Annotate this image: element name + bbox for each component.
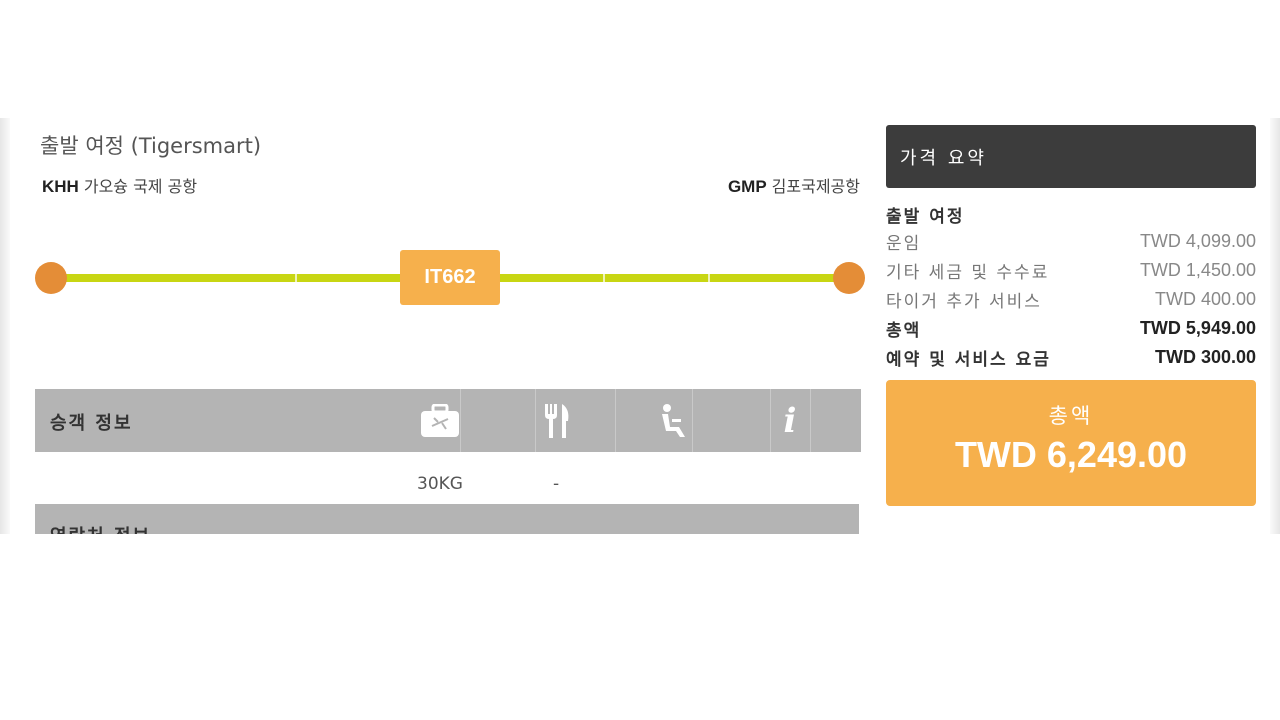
contact-info-header: 연락처 정보 [35,504,859,534]
taxes-value: TWD 1,450.00 [1139,260,1256,280]
column-divider [535,389,536,452]
taxes-label: 기타 세금 및 수수료 [886,263,1050,283]
taxes-row: 기타 세금 및 수수료 TWD 1,450.00 [886,256,1256,285]
destination-name: 김포국제공항 [771,177,860,196]
origin-name: 가오슝 국제 공항 [83,177,198,196]
flight-route: IT662 [35,248,865,308]
extra-services-row: 타이거 추가 서비스 TWD 400.00 [886,285,1256,314]
column-divider [615,389,616,452]
subtotal-value: TWD 5,949.00 [1139,318,1256,338]
fare-label: 운임 [886,234,922,254]
info-icon: i [783,401,797,441]
origin-dot [35,262,67,294]
passenger-info-title: 승객 정보 [50,413,133,434]
price-summary-header: 가격 요약 [886,125,1256,188]
booking-fee-value: TWD 300.00 [1154,347,1256,367]
meal-value: - [553,474,560,494]
subtotal-row: 총액 TWD 5,949.00 [886,314,1256,343]
column-divider [460,389,461,452]
extra-services-value: TWD 400.00 [1154,289,1256,309]
route-segment-divider [603,274,605,282]
total-value: TWD 6,249.00 [954,434,1188,475]
fare-row: 운임 TWD 4,099.00 [886,227,1256,256]
seat-icon [657,403,691,439]
destination-code: GMP [727,177,767,196]
left-edge-shadow [0,118,10,534]
right-edge-shadow [1270,118,1280,534]
extra-services-label: 타이거 추가 서비스 [886,292,1042,312]
column-divider [770,389,771,452]
total-price-box: 총액 TWD 6,249.00 [886,380,1256,506]
trip-title: 출발 여정 (Tigersmart) [40,134,262,158]
booking-fee-row: 예약 및 서비스 요금 TWD 300.00 [886,343,1256,372]
subtotal-label: 총액 [886,321,922,341]
destination-dot [833,262,865,294]
route-segment-divider [295,274,297,282]
total-label: 총액 [1048,404,1094,428]
passenger-info-header: 승객 정보 i [35,389,861,452]
price-summary: 가격 요약 출발 여정 운임 TWD 4,099.00 기타 세금 및 수수료 … [886,125,1256,506]
baggage-icon [420,403,460,439]
meal-icon [540,403,574,439]
column-divider [692,389,693,452]
route-segment-divider [708,274,710,282]
baggage-value: 30KG [417,474,463,494]
contact-info-title: 연락처 정보 [50,522,151,534]
fare-value: TWD 4,099.00 [1139,231,1256,251]
column-divider [810,389,811,452]
origin-code: KHH [42,177,79,196]
flight-number-badge[interactable]: IT662 [400,250,500,305]
summary-section-title: 출발 여정 [886,207,965,227]
booking-fee-label: 예약 및 서비스 요금 [886,350,1051,370]
